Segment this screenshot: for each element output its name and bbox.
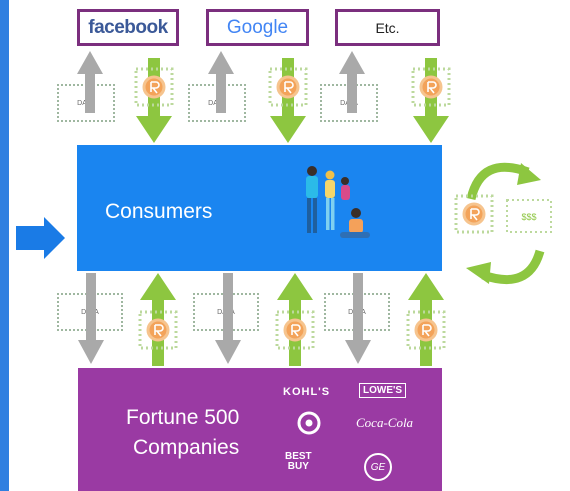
target-logo-icon <box>297 411 321 435</box>
gray-arrow-down <box>215 273 241 364</box>
fortune-label-line1: Fortune 500 <box>126 406 240 429</box>
bestbuy-line1: BEST <box>285 451 312 462</box>
fortune-label-line2: Companies <box>133 436 240 459</box>
left-accent-bar <box>0 0 9 491</box>
gray-arrow-up <box>77 51 103 113</box>
facebook-box: facebook <box>77 9 179 46</box>
ge-logo: GE <box>364 453 392 481</box>
lowes-logo: LOWE'S <box>359 383 407 398</box>
currency-label: $$$ <box>521 212 536 222</box>
green-arrow-down <box>413 58 449 143</box>
consumers-label: Consumers <box>105 200 213 223</box>
green-arrow-down <box>270 58 306 143</box>
kohls-logo: KOHL'S <box>283 386 331 398</box>
consumers-box: Consumers <box>77 145 442 271</box>
etc-box: Etc. <box>335 9 440 46</box>
google-label: Google <box>226 17 289 38</box>
currency-box <box>506 199 552 233</box>
people-illustration-icon <box>306 166 370 238</box>
etc-label: Etc. <box>375 19 400 36</box>
gray-arrow-up <box>208 51 234 113</box>
gray-arrow-up <box>339 51 365 113</box>
gray-arrow-down <box>345 273 371 364</box>
input-arrow-icon <box>16 217 65 259</box>
facebook-label: facebook <box>88 17 168 38</box>
bestbuy-line2: BUY <box>287 461 309 472</box>
token-icon <box>454 194 494 234</box>
fortune-500-box: Fortune 500 Companies KOHL'S LOWE'S Coca… <box>78 368 442 491</box>
google-box: Google <box>206 9 309 46</box>
exchange-cycle <box>466 162 545 284</box>
green-arrow-down <box>136 58 172 143</box>
gray-arrow-down <box>78 273 104 364</box>
coca-cola-logo: Coca-Cola <box>356 415 414 430</box>
